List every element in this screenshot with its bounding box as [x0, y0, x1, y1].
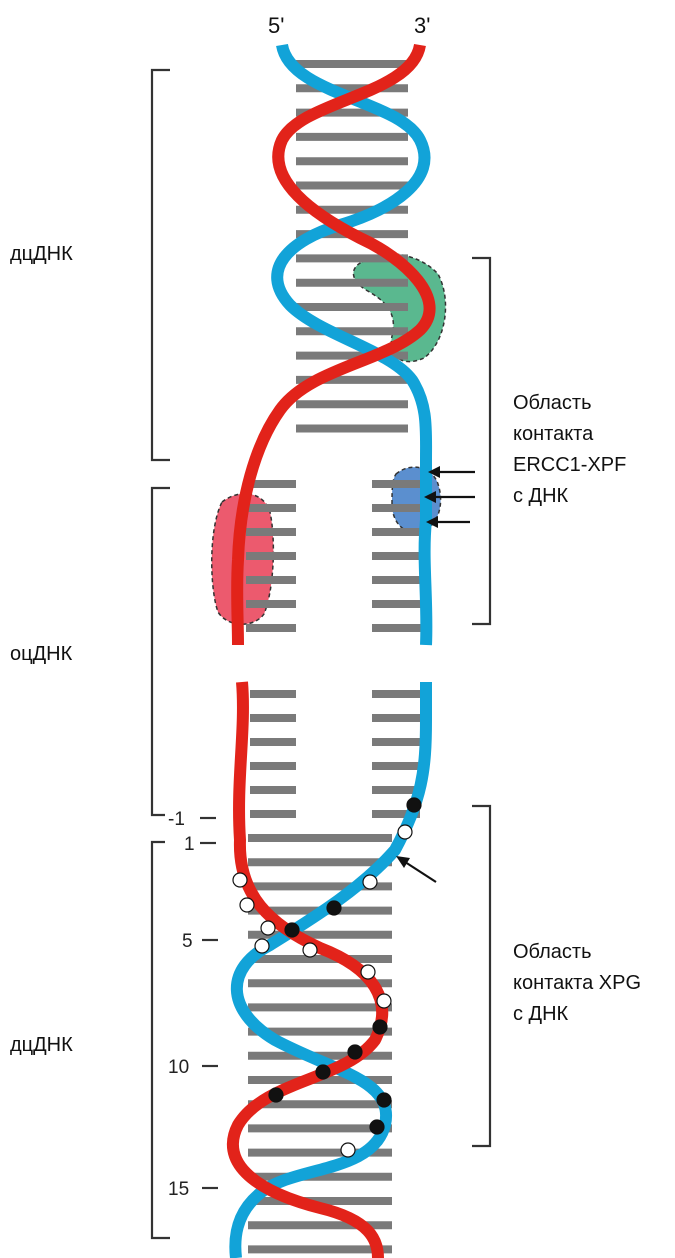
- tick-label-minus1: -1: [168, 809, 185, 830]
- ercc1-region-label-3: ERCC1-XPF: [513, 454, 626, 476]
- arrow-shaft-xpg: [402, 860, 436, 882]
- phosphate-dot-white: [361, 965, 375, 979]
- ss-dna-label: оцДНК: [10, 643, 73, 665]
- five-prime-label: 5': [268, 13, 284, 38]
- phosphate-dot-white: [363, 875, 377, 889]
- tick-label-5: 5: [182, 931, 193, 952]
- xpg-region-label-3: с ДНК: [513, 1003, 569, 1025]
- phosphate-dot-black: [377, 1093, 391, 1107]
- xpg-region-label-1: Область: [513, 941, 592, 963]
- three-prime-label: 3': [414, 13, 430, 38]
- bracket-xpg: [472, 806, 490, 1146]
- bracket-ds-dna-top: [152, 70, 170, 460]
- bracket-ss-dna: [152, 488, 170, 815]
- phosphate-dot-white: [233, 873, 247, 887]
- phosphate-dot-white: [341, 1143, 355, 1157]
- bracket-ercc1-xpf: [472, 258, 490, 624]
- arrow-head-xpg: [396, 856, 410, 868]
- xpg-region-label-2: контакта XPG: [513, 972, 641, 994]
- phosphate-dot-white: [303, 943, 317, 957]
- phosphate-dot-black: [373, 1020, 387, 1034]
- phosphate-dot-black: [269, 1088, 283, 1102]
- ds-dna-top-label: дцДНК: [10, 243, 73, 265]
- ds-dna-bottom-label: дцДНК: [10, 1034, 73, 1056]
- phosphate-dot-white: [398, 825, 412, 839]
- phosphate-dot-white: [377, 994, 391, 1008]
- phosphate-dot-white: [240, 898, 254, 912]
- ercc1-region-label-2: контакта: [513, 423, 594, 445]
- phosphate-dot-white: [255, 939, 269, 953]
- ercc1-region-label-1: Область: [513, 392, 592, 414]
- phosphate-dot-black: [407, 798, 421, 812]
- phosphate-dot-black: [370, 1120, 384, 1134]
- phosphate-dot-black: [327, 901, 341, 915]
- ercc1-region-label-4: с ДНК: [513, 485, 569, 507]
- phosphate-dot-white: [261, 921, 275, 935]
- tick-label-10: 10: [168, 1057, 189, 1078]
- phosphate-dot-black: [316, 1065, 330, 1079]
- tick-label-1: 1: [184, 834, 195, 855]
- phosphate-dot-black: [348, 1045, 362, 1059]
- tick-label-15: 15: [168, 1179, 189, 1200]
- phosphate-dot-black: [285, 923, 299, 937]
